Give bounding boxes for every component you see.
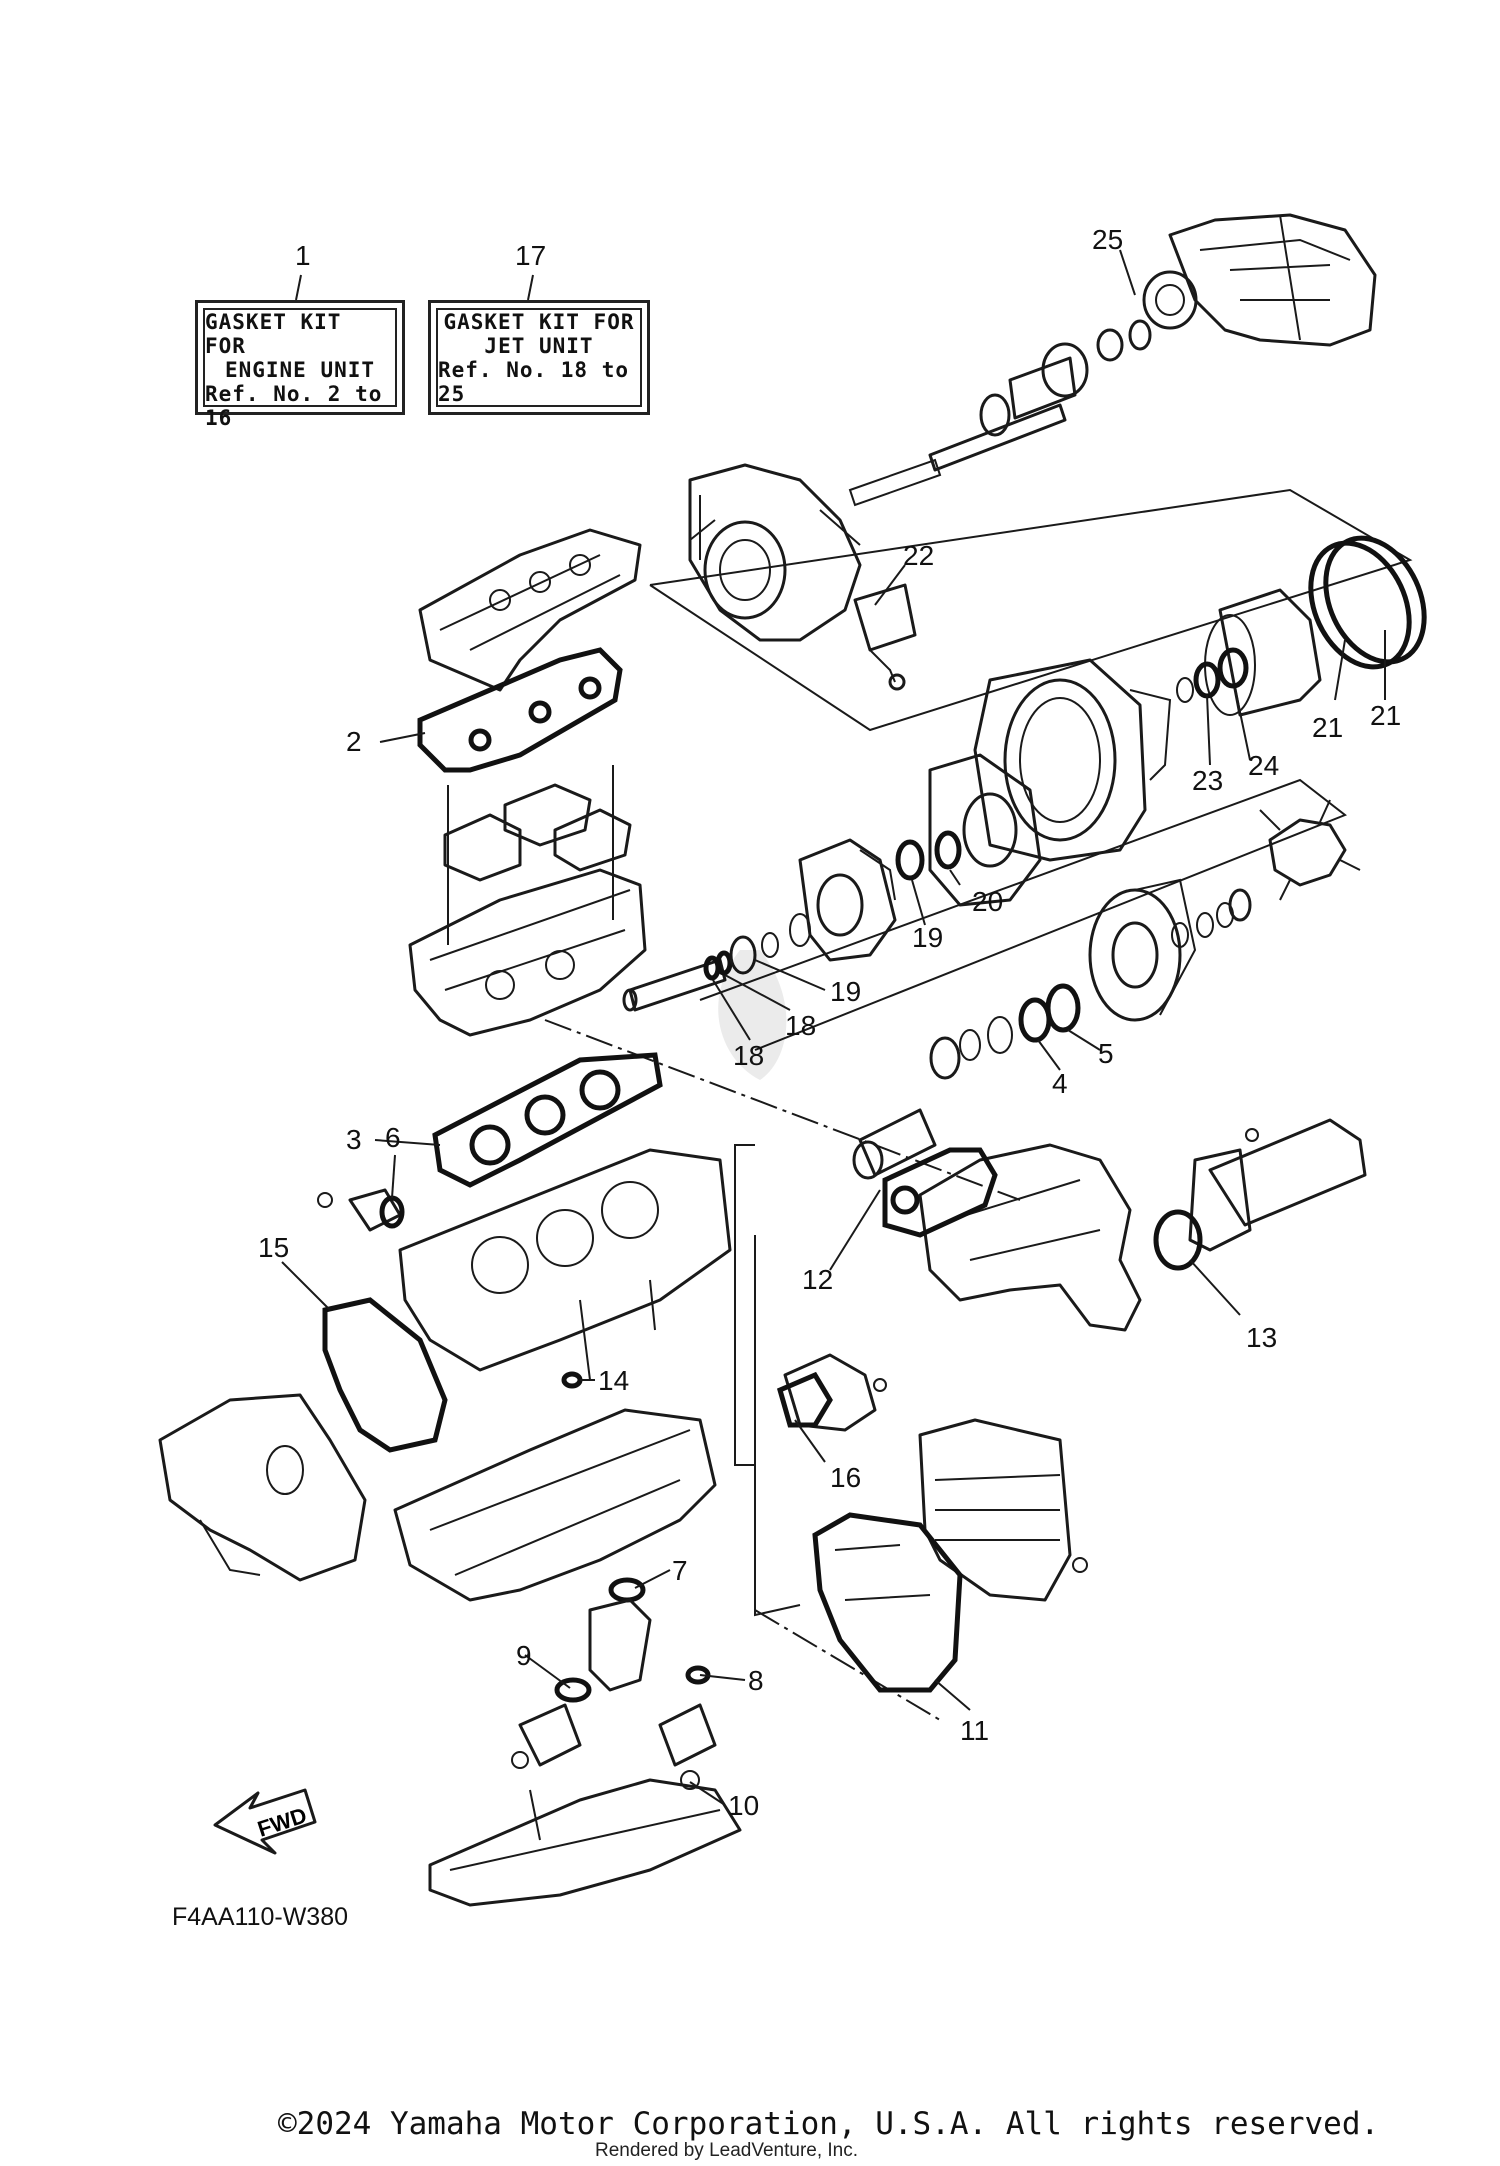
exhaust-pipe [1153,1118,1367,1271]
kit-engine-line2: ENGINE UNIT [224,358,376,382]
leader-lines [281,249,1386,1806]
callout-11: 11 [960,1715,990,1746]
kit-engine-line1: GASKET KIT FOR [205,310,342,358]
callout-8: 8 [748,1665,764,1696]
callout-9: 9 [516,1640,532,1671]
pump-plate [973,658,1172,862]
cover-plate-22 [853,583,917,691]
callout-6: 6 [385,1122,401,1153]
callout-23: 23 [1192,765,1224,796]
intermediate-housing [895,753,1042,907]
copyright-notice: ©2024 Yamaha Motor Corporation, U.S.A. A… [278,2106,1380,2142]
cylinder-head [408,868,647,1037]
callout-19a: 19 [830,976,862,1007]
callout-18a: 18 [733,1040,765,1071]
lower-crankcase [393,1371,717,1602]
tensioner-6 [317,1188,405,1232]
fwd-arrow-icon: FWD [213,1788,317,1855]
callout-25: 25 [1092,224,1124,255]
watermark-flame [718,950,787,1080]
fwd-label: FWD [254,1803,309,1842]
cover-gasket-15 [322,1297,448,1453]
rendered-by: Rendered by LeadVenture, Inc. [595,2140,859,2161]
kit-label-engine: GASKET KIT FOR ENGINE UNIT Ref. No. 2 to… [195,300,405,430]
cam-caps [443,765,632,945]
drive-shaft [848,319,1152,507]
electrical-box [918,1418,1088,1602]
callout-18b: 18 [785,1010,817,1041]
callout-5: 5 [1098,1038,1114,1069]
callout-kit-jet: 17 [515,240,547,271]
cylinder-block [398,1148,732,1381]
kit-jet-line3: Ref. No. 18 to 25 [438,358,630,406]
kit-jet-line2: JET UNIT [484,334,594,358]
callout-2: 2 [346,726,362,757]
callout-4: 4 [1052,1068,1068,1099]
callout-13: 13 [1246,1322,1278,1353]
callout-24: 24 [1248,750,1280,781]
cover-gasket-2 [417,647,623,773]
coupler [852,1108,937,1180]
oil-pan [428,1751,742,1907]
kit-engine-line3: Ref. No. 2 to 16 [205,382,383,430]
callout-21b: 21 [1370,700,1402,731]
jet-pump-nozzle [1142,213,1377,347]
callout-kit-engine: 1 [295,240,311,271]
callout-14: 14 [598,1365,630,1396]
exhaust-manifold [882,1143,1142,1332]
impeller [1259,799,1361,901]
kit-jet-line1: GASKET KIT FOR [443,310,635,334]
impeller-housing [688,463,862,642]
o-rings-21 [1308,535,1427,670]
cover-gasket-11 [812,1512,963,1693]
callout-19b: 19 [912,922,944,953]
diagram-code: F4AA110-W380 [172,1903,349,1931]
liner [1204,588,1322,717]
callout-10: 10 [728,1790,760,1821]
callout-22: 22 [903,540,935,571]
callout-12: 12 [802,1264,834,1295]
reference-lines [544,488,1413,1721]
kit-label-jet: GASKET KIT FOR JET UNIT Ref. No. 18 to 2… [428,300,650,415]
intake-housing [1088,878,1252,1022]
crankcase-cover [158,1393,367,1582]
head-gasket-3 [432,1052,663,1188]
bearing-housing [798,838,897,962]
callout-16: 16 [830,1462,862,1493]
oil-seals-4-5 [929,983,1081,1080]
callout-21a: 21 [1312,712,1344,743]
callout-7: 7 [672,1555,688,1586]
cylinder-head-cover [418,528,642,692]
callout-20: 20 [972,886,1004,917]
plate-gasket-16 [776,1353,887,1432]
callout-15: 15 [258,1232,290,1263]
shaft-seals-18-19 [622,913,811,1012]
oil-pump [518,1577,717,1767]
callout-3: 3 [346,1124,362,1155]
